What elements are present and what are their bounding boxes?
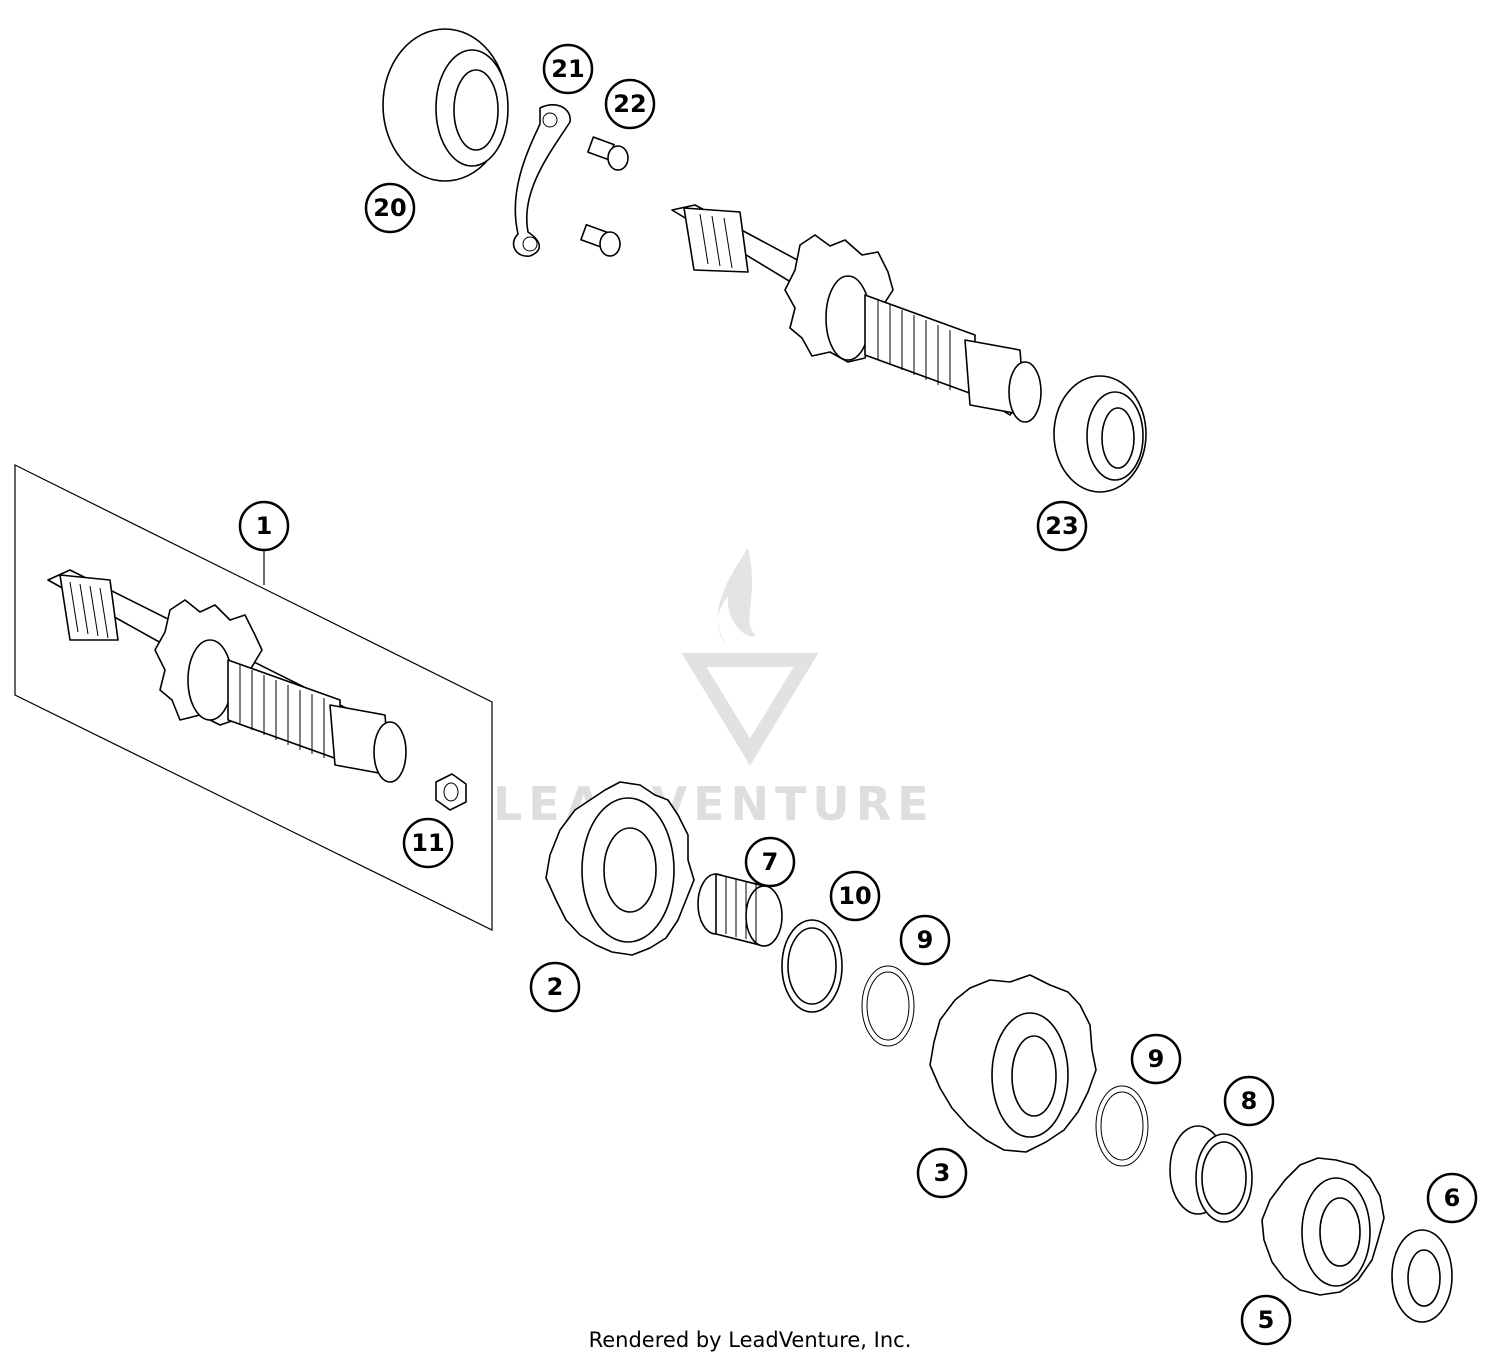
part-23-bearing	[1053, 375, 1147, 493]
callout-20[interactable]: 20	[364, 182, 416, 234]
callout-9-upper[interactable]: 9	[899, 914, 951, 966]
part-8-bushing	[1169, 1125, 1253, 1223]
callout-5[interactable]: 5	[1240, 1294, 1292, 1346]
part-22-bolts	[580, 136, 629, 257]
callout-1[interactable]: 1	[238, 500, 290, 552]
callout-6[interactable]: 6	[1426, 1172, 1478, 1224]
part-2-gear	[545, 781, 695, 956]
assembly-1-outline	[14, 464, 493, 931]
callout-8-label: 8	[1241, 1087, 1258, 1115]
part-10-washer	[781, 919, 843, 1013]
callout-3[interactable]: 3	[916, 1147, 968, 1199]
callout-7-label: 7	[762, 848, 779, 876]
callout-3-label: 3	[934, 1159, 951, 1187]
callout-2-label: 2	[547, 973, 564, 1001]
callout-23[interactable]: 23	[1036, 500, 1088, 552]
part-9-circlip-b	[1095, 1085, 1149, 1167]
part-6-washer	[1391, 1229, 1453, 1323]
callout-20-label: 20	[373, 194, 406, 222]
callout-22[interactable]: 22	[604, 78, 656, 130]
watermark-text: LEADVENTURE	[493, 777, 935, 831]
leadventure-watermark: LEADVENTURE	[493, 548, 935, 831]
callout-9-lower-label: 9	[1148, 1045, 1165, 1073]
part-7-needle-bearing	[697, 873, 783, 947]
callout-1-label: 1	[256, 512, 273, 540]
main-shaft-upper	[671, 204, 1042, 423]
callout-7[interactable]: 7	[744, 836, 796, 888]
callout-10[interactable]: 10	[829, 870, 881, 922]
callout-9-upper-label: 9	[917, 926, 934, 954]
callout-11[interactable]: 11	[402, 817, 454, 869]
callout-21[interactable]: 21	[542, 43, 594, 95]
main-shaft-assembly-1	[47, 569, 407, 783]
callout-23-label: 23	[1045, 512, 1078, 540]
callout-5-label: 5	[1258, 1306, 1275, 1334]
part-5-gear	[1261, 1157, 1385, 1296]
footer-credit: Rendered by LeadVenture, Inc.	[588, 1328, 912, 1352]
part-20-bearing	[382, 28, 509, 182]
callout-22-label: 22	[613, 90, 646, 118]
part-21-retaining-plate	[512, 104, 571, 257]
callout-10-label: 10	[838, 882, 871, 910]
part-11-nut	[435, 773, 467, 811]
callout-21-label: 21	[551, 55, 584, 83]
callout-9-lower[interactable]: 9	[1130, 1033, 1182, 1085]
callout-2[interactable]: 2	[529, 961, 581, 1013]
callout-11-label: 11	[411, 829, 444, 857]
part-9-circlip-a	[861, 965, 915, 1047]
callout-8[interactable]: 8	[1223, 1075, 1275, 1127]
part-3-gear-cluster	[929, 974, 1097, 1153]
callout-6-label: 6	[1444, 1184, 1461, 1212]
